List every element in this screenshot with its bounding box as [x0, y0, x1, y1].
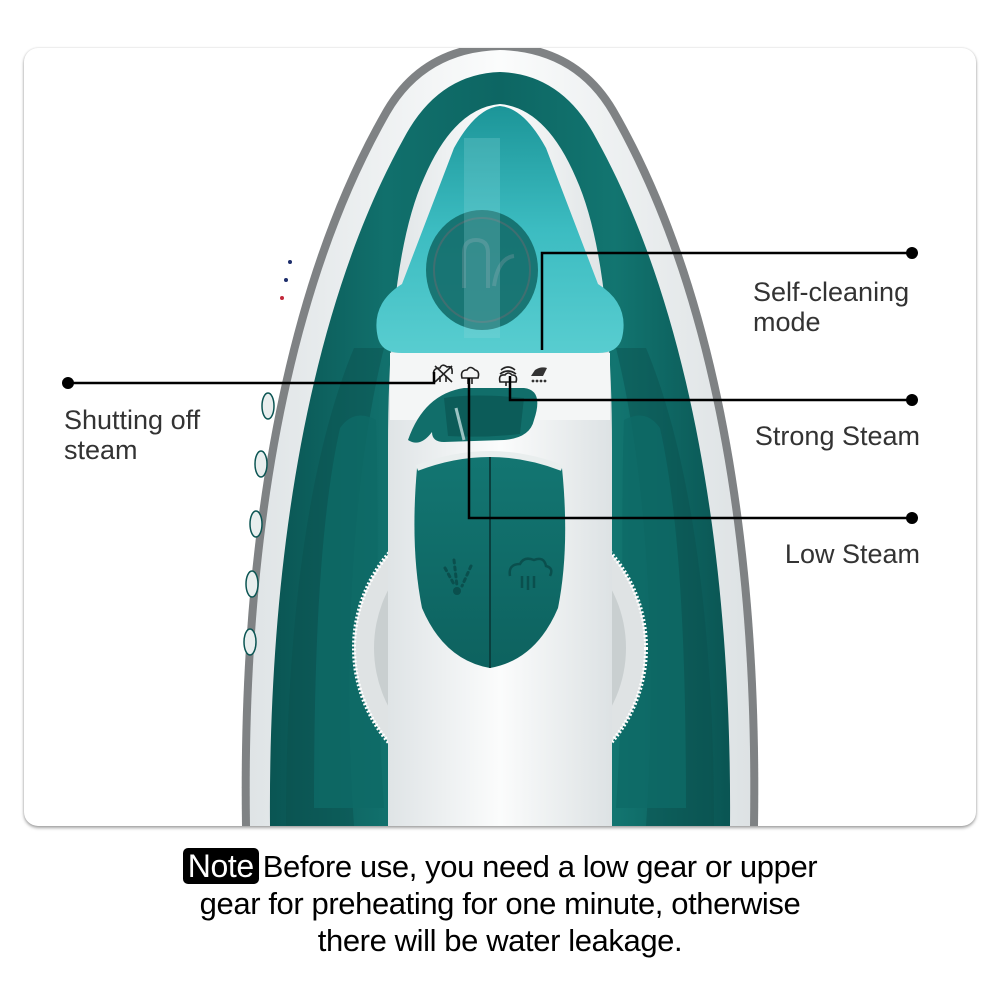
- label-self-cleaning-mode: Self-cleaning mode: [753, 277, 909, 337]
- steam-off-icon: [432, 364, 453, 383]
- note-line-2: gear for preheating for one minute, othe…: [199, 886, 801, 921]
- note-text-1: Before use, you need a low gear or upper: [262, 849, 818, 884]
- label-shutting-off-steam: Shutting off steam: [64, 405, 200, 465]
- label-line: steam: [64, 435, 138, 465]
- label-line: Shutting off: [64, 405, 201, 435]
- tank-cap: [426, 210, 538, 330]
- note-badge: Note: [182, 848, 259, 884]
- spray-icon: [443, 558, 473, 588]
- label-line: Self-cleaning: [753, 277, 910, 307]
- label-strong-steam: Strong Steam: [754, 421, 920, 451]
- label-low-steam: Low Steam: [784, 539, 920, 569]
- steam-cloud-icon: [508, 557, 553, 590]
- fabric-setting-marks: [243, 392, 275, 656]
- note-line-3: there will be water leakage.: [317, 923, 683, 958]
- label-line: mode: [753, 307, 821, 337]
